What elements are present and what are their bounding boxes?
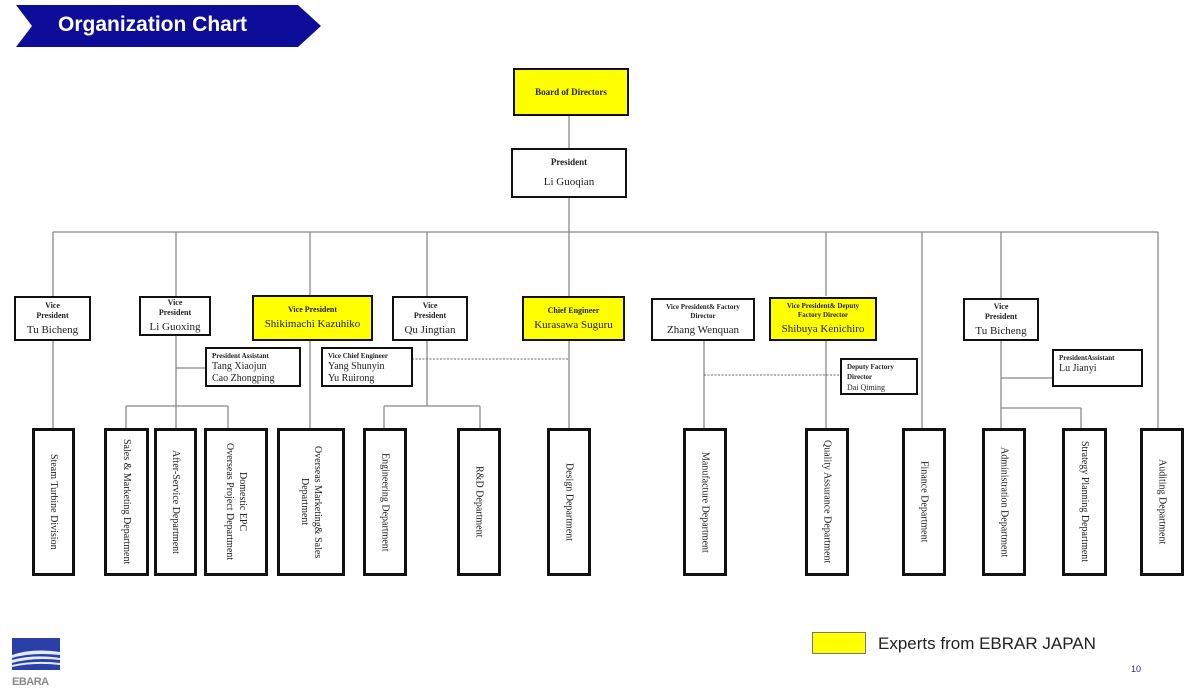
exec-box-vp1[interactable]: Vice President Tu Bicheng: [14, 296, 91, 341]
exec-name: Tu Bicheng: [975, 324, 1027, 337]
logo-text: EBARA: [12, 676, 49, 688]
exec-role: Vice President& Deputy Factory Director: [786, 302, 860, 319]
exec-box-vp4[interactable]: Vice President Qu Jingtian: [392, 296, 468, 341]
exec-role: Vice President: [158, 298, 192, 317]
exec-box-vp5[interactable]: Vice President& Factory Director Zhang W…: [651, 298, 755, 341]
dept-label: Manufacture Department: [699, 451, 711, 553]
president-box[interactable]: President Li Guoqian: [511, 148, 627, 198]
dept-manufacture[interactable]: Manufacture Department: [683, 428, 727, 576]
exec-name: Li Guoxing: [149, 321, 201, 333]
assistant-box-president-assistant[interactable]: President Assistant Tang Xiaojun Cao Zho…: [205, 347, 301, 387]
exec-role: Vice President& Factory Director: [666, 302, 740, 320]
dept-quality-assurance[interactable]: Quality Assurance Department: [805, 428, 849, 576]
exec-role: Vice President: [984, 301, 1018, 321]
dept-label: Quality Assurance Department: [821, 440, 833, 564]
exec-name: Shikimachi Kazuhiko: [264, 318, 361, 330]
page-title: Organization Chart: [58, 13, 248, 36]
exec-name: Qu Jingtian: [404, 323, 456, 336]
dept-label: Domestic EPC Overseas Project Department: [224, 443, 248, 561]
dept-strategy-planning[interactable]: Strategy Planning Department: [1062, 428, 1107, 576]
exec-name: Shibuya Kenichiro: [781, 323, 865, 335]
assistant-box-vice-chief-engineer[interactable]: Vice Chief Engineer Yang Shunyin Yu Ruir…: [321, 347, 413, 387]
dept-rd[interactable]: R&D Department: [457, 428, 501, 576]
board-of-directors-box[interactable]: Board of Directors: [513, 68, 629, 116]
exec-role: Vice President: [287, 305, 338, 314]
legend-swatch-yellow: [812, 632, 866, 654]
assistant-role: PresidentAssistant: [1059, 354, 1115, 362]
board-label: Board of Directors: [535, 87, 607, 97]
exec-name: Zhang Wenquan: [667, 323, 739, 336]
assistant-name: Yang Shunyin: [328, 361, 385, 372]
dept-label: Administration Department: [998, 446, 1010, 558]
ebara-logo-icon: [12, 638, 60, 670]
dept-after-service[interactable]: After-Service Department: [154, 428, 197, 576]
dept-domestic-epc-overseas-project[interactable]: Domestic EPC Overseas Project Department: [204, 428, 268, 576]
assistant-role: President Assistant: [212, 352, 269, 360]
dept-label: Engineering Department: [379, 452, 391, 552]
exec-role: Vice President: [413, 300, 447, 320]
dept-sales-marketing[interactable]: Sales & Marketing Department: [104, 428, 149, 576]
dept-steam-turbine-division[interactable]: Steam Turbine Division: [32, 428, 75, 576]
assistant-role: Vice Chief Engineer: [328, 352, 389, 360]
exec-box-vp7[interactable]: Vice President Tu Bicheng: [963, 298, 1039, 341]
dept-label: Sales & Marketing Department: [121, 439, 132, 565]
assistant-name: Lu Jianyi: [1059, 363, 1097, 374]
president-name: Li Guoqian: [543, 176, 595, 188]
dept-auditing[interactable]: Auditing Department: [1140, 428, 1184, 576]
dept-label: Auditing Department: [1156, 459, 1168, 545]
assistant-name: Yu Ruirong: [328, 373, 375, 384]
exec-role: Vice President: [36, 300, 69, 320]
dept-administration[interactable]: Administration Department: [982, 428, 1026, 576]
dept-label: Design Department: [563, 462, 575, 542]
assistant-role: Deputy Factory Director: [847, 363, 894, 381]
exec-box-chief-engineer[interactable]: Chief Engineer Kurasawa Suguru: [522, 296, 625, 341]
dept-engineering[interactable]: Engineering Department: [363, 428, 407, 576]
exec-name: Kurasawa Suguru: [534, 318, 613, 331]
exec-role: Chief Engineer: [547, 305, 600, 315]
banner-arrow-shape: [16, 5, 321, 47]
page-number: 10: [1131, 664, 1142, 674]
dept-label: Overseas Marketing& Sales Department: [299, 445, 323, 559]
assistant-name: Tang Xiaojun: [212, 361, 267, 372]
dept-design[interactable]: Design Department: [547, 428, 591, 576]
dept-label: Strategy Planning Department: [1079, 441, 1090, 563]
assistant-name: Cao Zhongping: [212, 373, 275, 384]
title-banner: Organization Chart: [16, 5, 321, 47]
assistant-box-president-assistant-2[interactable]: PresidentAssistant Lu Jianyi: [1052, 349, 1143, 387]
legend-label: Experts from EBRAR JAPAN: [878, 634, 1096, 653]
exec-box-vp2[interactable]: Vice President Li Guoxing: [139, 296, 211, 336]
dept-label: Steam Turbine Division: [48, 454, 59, 550]
exec-box-vp3[interactable]: Vice President Shikimachi Kazuhiko: [252, 295, 373, 341]
assistant-box-deputy-factory-director[interactable]: Deputy Factory Director Dai Qiming: [840, 358, 918, 395]
dept-finance[interactable]: Finance Department: [902, 428, 946, 576]
dept-overseas-marketing-sales[interactable]: Overseas Marketing& Sales Department: [277, 428, 345, 576]
dept-label: After-Service Department: [170, 450, 181, 554]
exec-box-vp6[interactable]: Vice President& Deputy Factory Director …: [769, 297, 877, 341]
dept-label: R&D Department: [473, 466, 485, 538]
dept-label: Finance Department: [918, 461, 930, 543]
president-role: President: [550, 157, 588, 167]
exec-name: Tu Bicheng: [26, 323, 79, 336]
assistant-name: Dai Qiming: [847, 383, 885, 392]
